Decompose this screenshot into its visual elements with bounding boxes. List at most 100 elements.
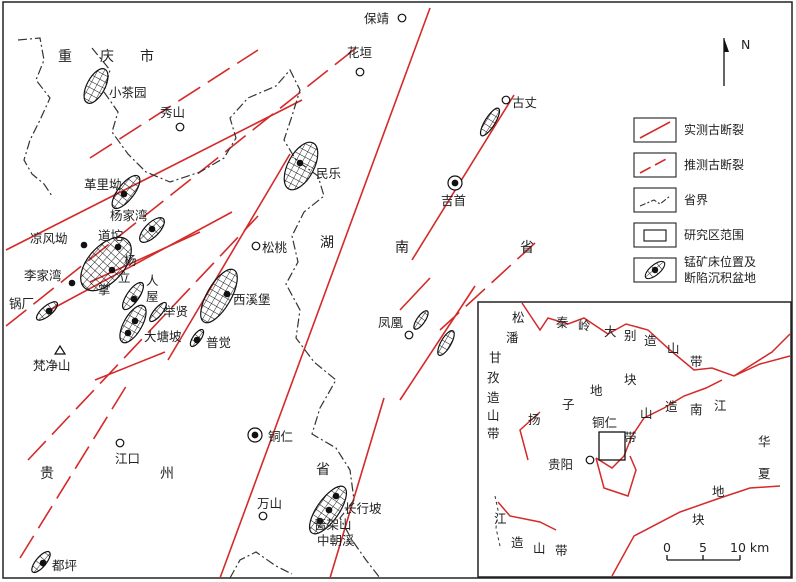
label-douping: 都坪	[52, 558, 77, 573]
inset-ganzi-2: 孜	[487, 370, 500, 385]
label-jishou: 吉首	[441, 193, 466, 208]
inset-study-box	[598, 431, 626, 461]
legend-boundary-label: 省界	[684, 193, 708, 207]
city-marker-fenghuang	[404, 330, 414, 340]
fault-measured	[167, 153, 291, 361]
label-fenghuang: 凤凰	[378, 315, 404, 330]
inset-qinling-boundary	[521, 302, 791, 377]
label-fanjingshan: 梵净山	[33, 358, 71, 373]
label-guzhang: 古丈	[512, 95, 537, 110]
fault-measured	[94, 351, 166, 381]
legend-inferred-line	[639, 156, 671, 174]
scale-label-5: 5	[699, 540, 707, 555]
label-geliao: 革里坳	[84, 177, 122, 192]
label-renwu-2: 屋	[146, 289, 159, 304]
inset-qinling-5: 造	[644, 333, 657, 348]
inset-jiangnan-2: 造	[665, 399, 678, 414]
label-guochang: 锅厂	[9, 296, 34, 311]
scale-bar: 0 5 10 km	[663, 540, 769, 561]
legend-boundary-line	[639, 195, 671, 207]
inset-qinling-3: 大	[604, 324, 617, 339]
inset-huaxia-1: 华	[758, 434, 771, 449]
inset-dotted-line	[494, 495, 501, 547]
deposit-dot	[130, 295, 138, 303]
basin-east	[437, 330, 455, 356]
basin-xiaochayuan	[83, 68, 109, 104]
inset-huaxia-4: 块	[692, 512, 705, 527]
province-chongqing-2: 庆	[100, 49, 114, 65]
inset-huaxia-3: 地	[712, 484, 725, 499]
inset-qinling-7: 带	[690, 354, 703, 369]
province-boundary	[17, 37, 381, 579]
legend-deposit-dot	[651, 266, 659, 274]
scale-label-0: 0	[663, 540, 671, 555]
label-huayuan: 花垣	[347, 45, 372, 60]
inset-yangzi-3: 地	[590, 383, 603, 398]
inset-qinling-4: 别	[624, 328, 637, 343]
deposit-dot	[80, 241, 88, 249]
deposit-dot	[131, 317, 139, 325]
inset-ganzi-4: 山	[487, 408, 500, 423]
deposit-dot	[223, 290, 231, 298]
label-yang: 杨	[124, 253, 137, 268]
mountain-icon	[53, 344, 67, 355]
inset-sanjiang-3: 山	[533, 541, 546, 556]
city-marker-jiangkou	[115, 438, 125, 448]
legend-swatch-study	[633, 222, 677, 248]
north-arrow: N	[723, 37, 750, 86]
deposit-dots	[39, 159, 340, 567]
inset-sanjiang-4: 带	[555, 543, 568, 558]
city-marker-xiushan	[175, 122, 185, 132]
legend-swatch-boundary	[633, 187, 677, 213]
city-marker-songtao	[251, 241, 261, 251]
fault-measured	[219, 7, 431, 579]
inset-songpan-2: 潘	[506, 330, 519, 345]
inset-huaxia-2: 夏	[758, 466, 771, 481]
inset-sanjiang-boundary	[497, 501, 557, 531]
label-xiaochayuan: 小茶园	[109, 85, 147, 100]
label-liangfengao: 凉风坳	[30, 231, 68, 246]
inset-yangzi-2: 子	[562, 397, 575, 412]
city-marker-tongren-core	[251, 431, 259, 439]
legend-study-box	[643, 229, 667, 242]
label-zhongchaoxi: 中朝溪	[317, 533, 355, 548]
inset-south-boundary	[611, 485, 781, 577]
inset-west-boundary	[519, 411, 541, 461]
province-hunan-1: 湖	[320, 235, 334, 251]
inset-qinling-branch	[733, 333, 791, 377]
label-lijiawan: 李家湾	[24, 268, 62, 283]
inset-frame	[477, 301, 792, 578]
north-arrow-head	[724, 38, 729, 52]
inset-qinling-2: 岭	[578, 318, 591, 333]
basin-xixibao	[200, 268, 238, 324]
legend-measured-label: 实测古断裂	[684, 122, 744, 137]
label-baojing: 保靖	[364, 11, 389, 26]
inset-songpan-1: 松	[512, 310, 525, 325]
inset-tongren: 铜仁	[592, 415, 617, 430]
city-marker-huayuan	[355, 67, 365, 77]
boundary-line	[229, 551, 293, 579]
fault-inferred	[439, 242, 536, 331]
deposit-dot	[193, 336, 201, 344]
label-juxian: 举贤	[163, 304, 188, 319]
inset-sanjiang-2: 造	[511, 535, 524, 550]
deposit-dot	[68, 279, 76, 287]
label-songtao: 松桃	[262, 240, 288, 255]
fault-inferred	[89, 49, 259, 159]
north-label: N	[741, 37, 750, 52]
inset-jiangnan-5: 带	[624, 430, 637, 445]
label-tongren: 铜仁	[268, 429, 293, 444]
label-minle: 民乐	[316, 166, 341, 181]
province-chongqing-3: 市	[140, 48, 154, 65]
inset-jiangnan-loop	[595, 455, 637, 497]
inset-yangzi-4: 块	[624, 372, 637, 387]
province-guizhou-1: 贵	[40, 466, 54, 482]
label-pujue: 普觉	[206, 335, 231, 350]
label-gaojiashan: 嗇架山	[314, 517, 352, 532]
legend-deposit-label-2: 断陷沉积盆地	[684, 270, 756, 285]
label-xiushan: 秀山	[160, 105, 185, 120]
inset-jiangnan-4: 江	[714, 398, 727, 413]
inset-sanjiang-1: 江	[494, 511, 507, 526]
